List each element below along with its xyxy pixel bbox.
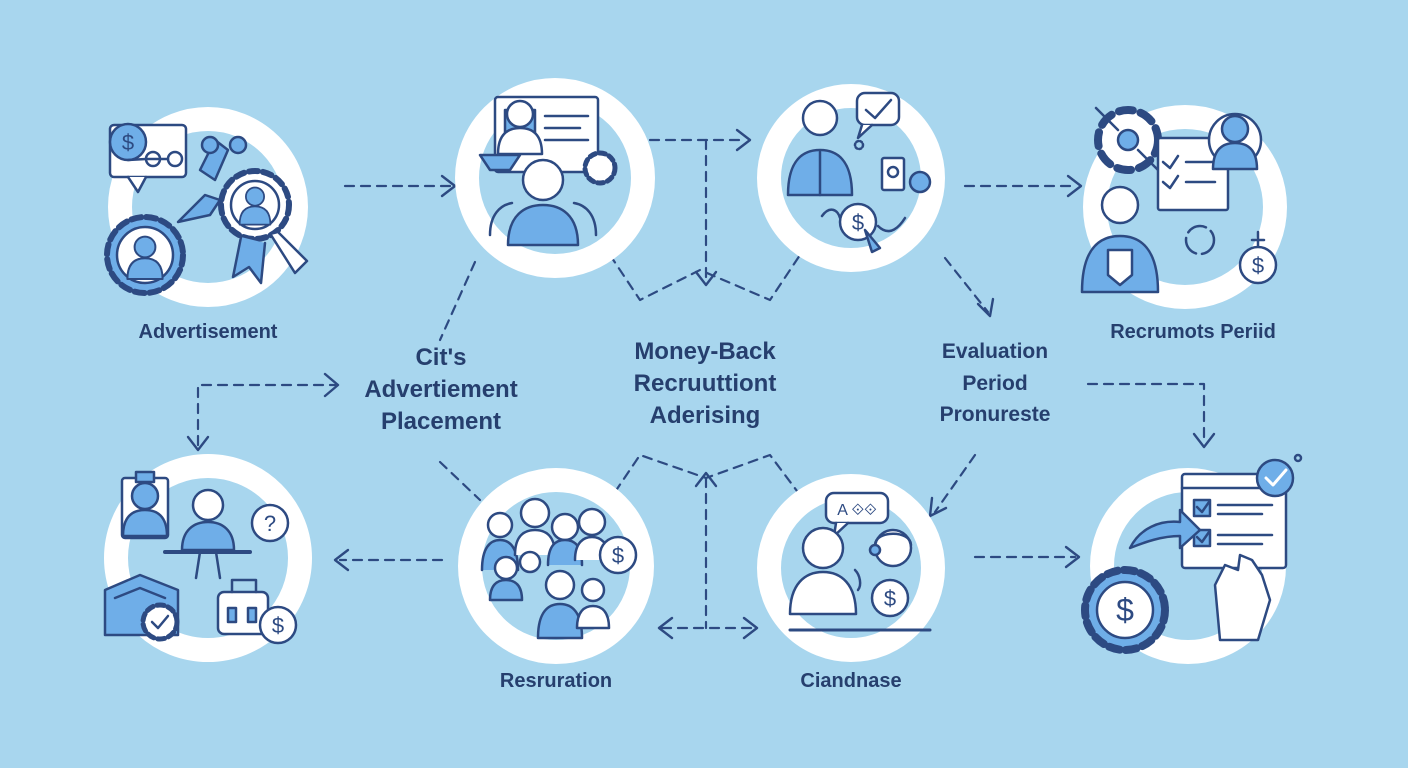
- interview-question-icon: ?: [103, 470, 298, 645]
- connector-placement-to-registration: [438, 460, 482, 502]
- label-candidate: Ciandnase: [800, 670, 902, 692]
- svg-text:$: $: [1116, 592, 1134, 628]
- label-placement: Cit's Advertiement Placement: [326, 342, 556, 438]
- recruiter-contract-money-icon: [1080, 106, 1278, 294]
- label-placement-line-1: Cit's: [415, 344, 467, 371]
- label-placement-line-2: Advertiement: [364, 375, 518, 403]
- arrow-head: [694, 270, 718, 287]
- connector-recruitment-down: [1086, 382, 1206, 444]
- label-evaluation-line-3: Pronureste: [939, 403, 1051, 426]
- connector-lines: [196, 138, 1206, 630]
- label-money-back-line-1: Money-Back: [634, 338, 776, 365]
- arrow-head: [1066, 174, 1083, 198]
- arrow-head: [928, 496, 948, 518]
- label-advertisement: Advertisement: [138, 321, 278, 343]
- label-evaluation-line-1: Evaluation: [941, 340, 1049, 363]
- connector-evaluation-to-candidate: [933, 453, 977, 514]
- label-money-back: Money-Back Recruuttiont Aderising: [590, 336, 820, 432]
- label-recruitment-period: Recrumots Periid: [1110, 321, 1276, 343]
- arrow-head: [694, 471, 718, 488]
- arrow-head: [735, 128, 752, 152]
- conversation-money-icon: A ⟐⟐: [788, 491, 932, 632]
- ad-pricing-gears-icon: [104, 122, 309, 296]
- ring-reception: [455, 78, 655, 278]
- svg-text:?: ?: [264, 511, 276, 536]
- ring-candidate: [757, 474, 945, 662]
- arrow-head: [742, 616, 759, 640]
- label-money-back-line-2: Recruuttiont: [633, 369, 777, 397]
- arrow-head: [1192, 432, 1216, 449]
- candidate-group-icon: [480, 497, 638, 640]
- node-rings: [104, 78, 1287, 664]
- ring-screening: [104, 454, 312, 662]
- connector-left-placement: [438, 260, 477, 342]
- label-money-back-line-3: Aderising: [649, 401, 761, 429]
- ring-advertisement: [108, 107, 308, 307]
- candidate-profile-icon: [478, 95, 618, 247]
- arrow-head: [323, 372, 340, 398]
- label-evaluation: Evaluation Period Pronureste: [880, 336, 1110, 431]
- arrow-head: [1064, 545, 1081, 569]
- connector-evaluation-down: [943, 256, 990, 314]
- connector-left-loop: [196, 383, 337, 447]
- arrow-head: [186, 435, 210, 452]
- ring-approval: [757, 84, 945, 272]
- arrow-head: [976, 297, 995, 318]
- checklist-payment-icon: $: [1081, 453, 1303, 654]
- label-registration: Resruration: [499, 670, 613, 692]
- connector-reception-down: [608, 253, 802, 302]
- ring-recruitment: [1083, 105, 1287, 309]
- label-placement-line-3: Placement: [380, 407, 502, 435]
- ring-registration: [458, 468, 654, 664]
- arrow-head: [657, 616, 674, 640]
- arrow-head: [440, 174, 457, 198]
- svg-text:A ⟐⟐: A ⟐⟐: [837, 502, 877, 519]
- arrow-head: [333, 548, 350, 572]
- arrow-heads: [186, 128, 1216, 640]
- approved-candidate-money-icon: [786, 91, 932, 254]
- label-evaluation-line-2: Period: [962, 371, 1028, 395]
